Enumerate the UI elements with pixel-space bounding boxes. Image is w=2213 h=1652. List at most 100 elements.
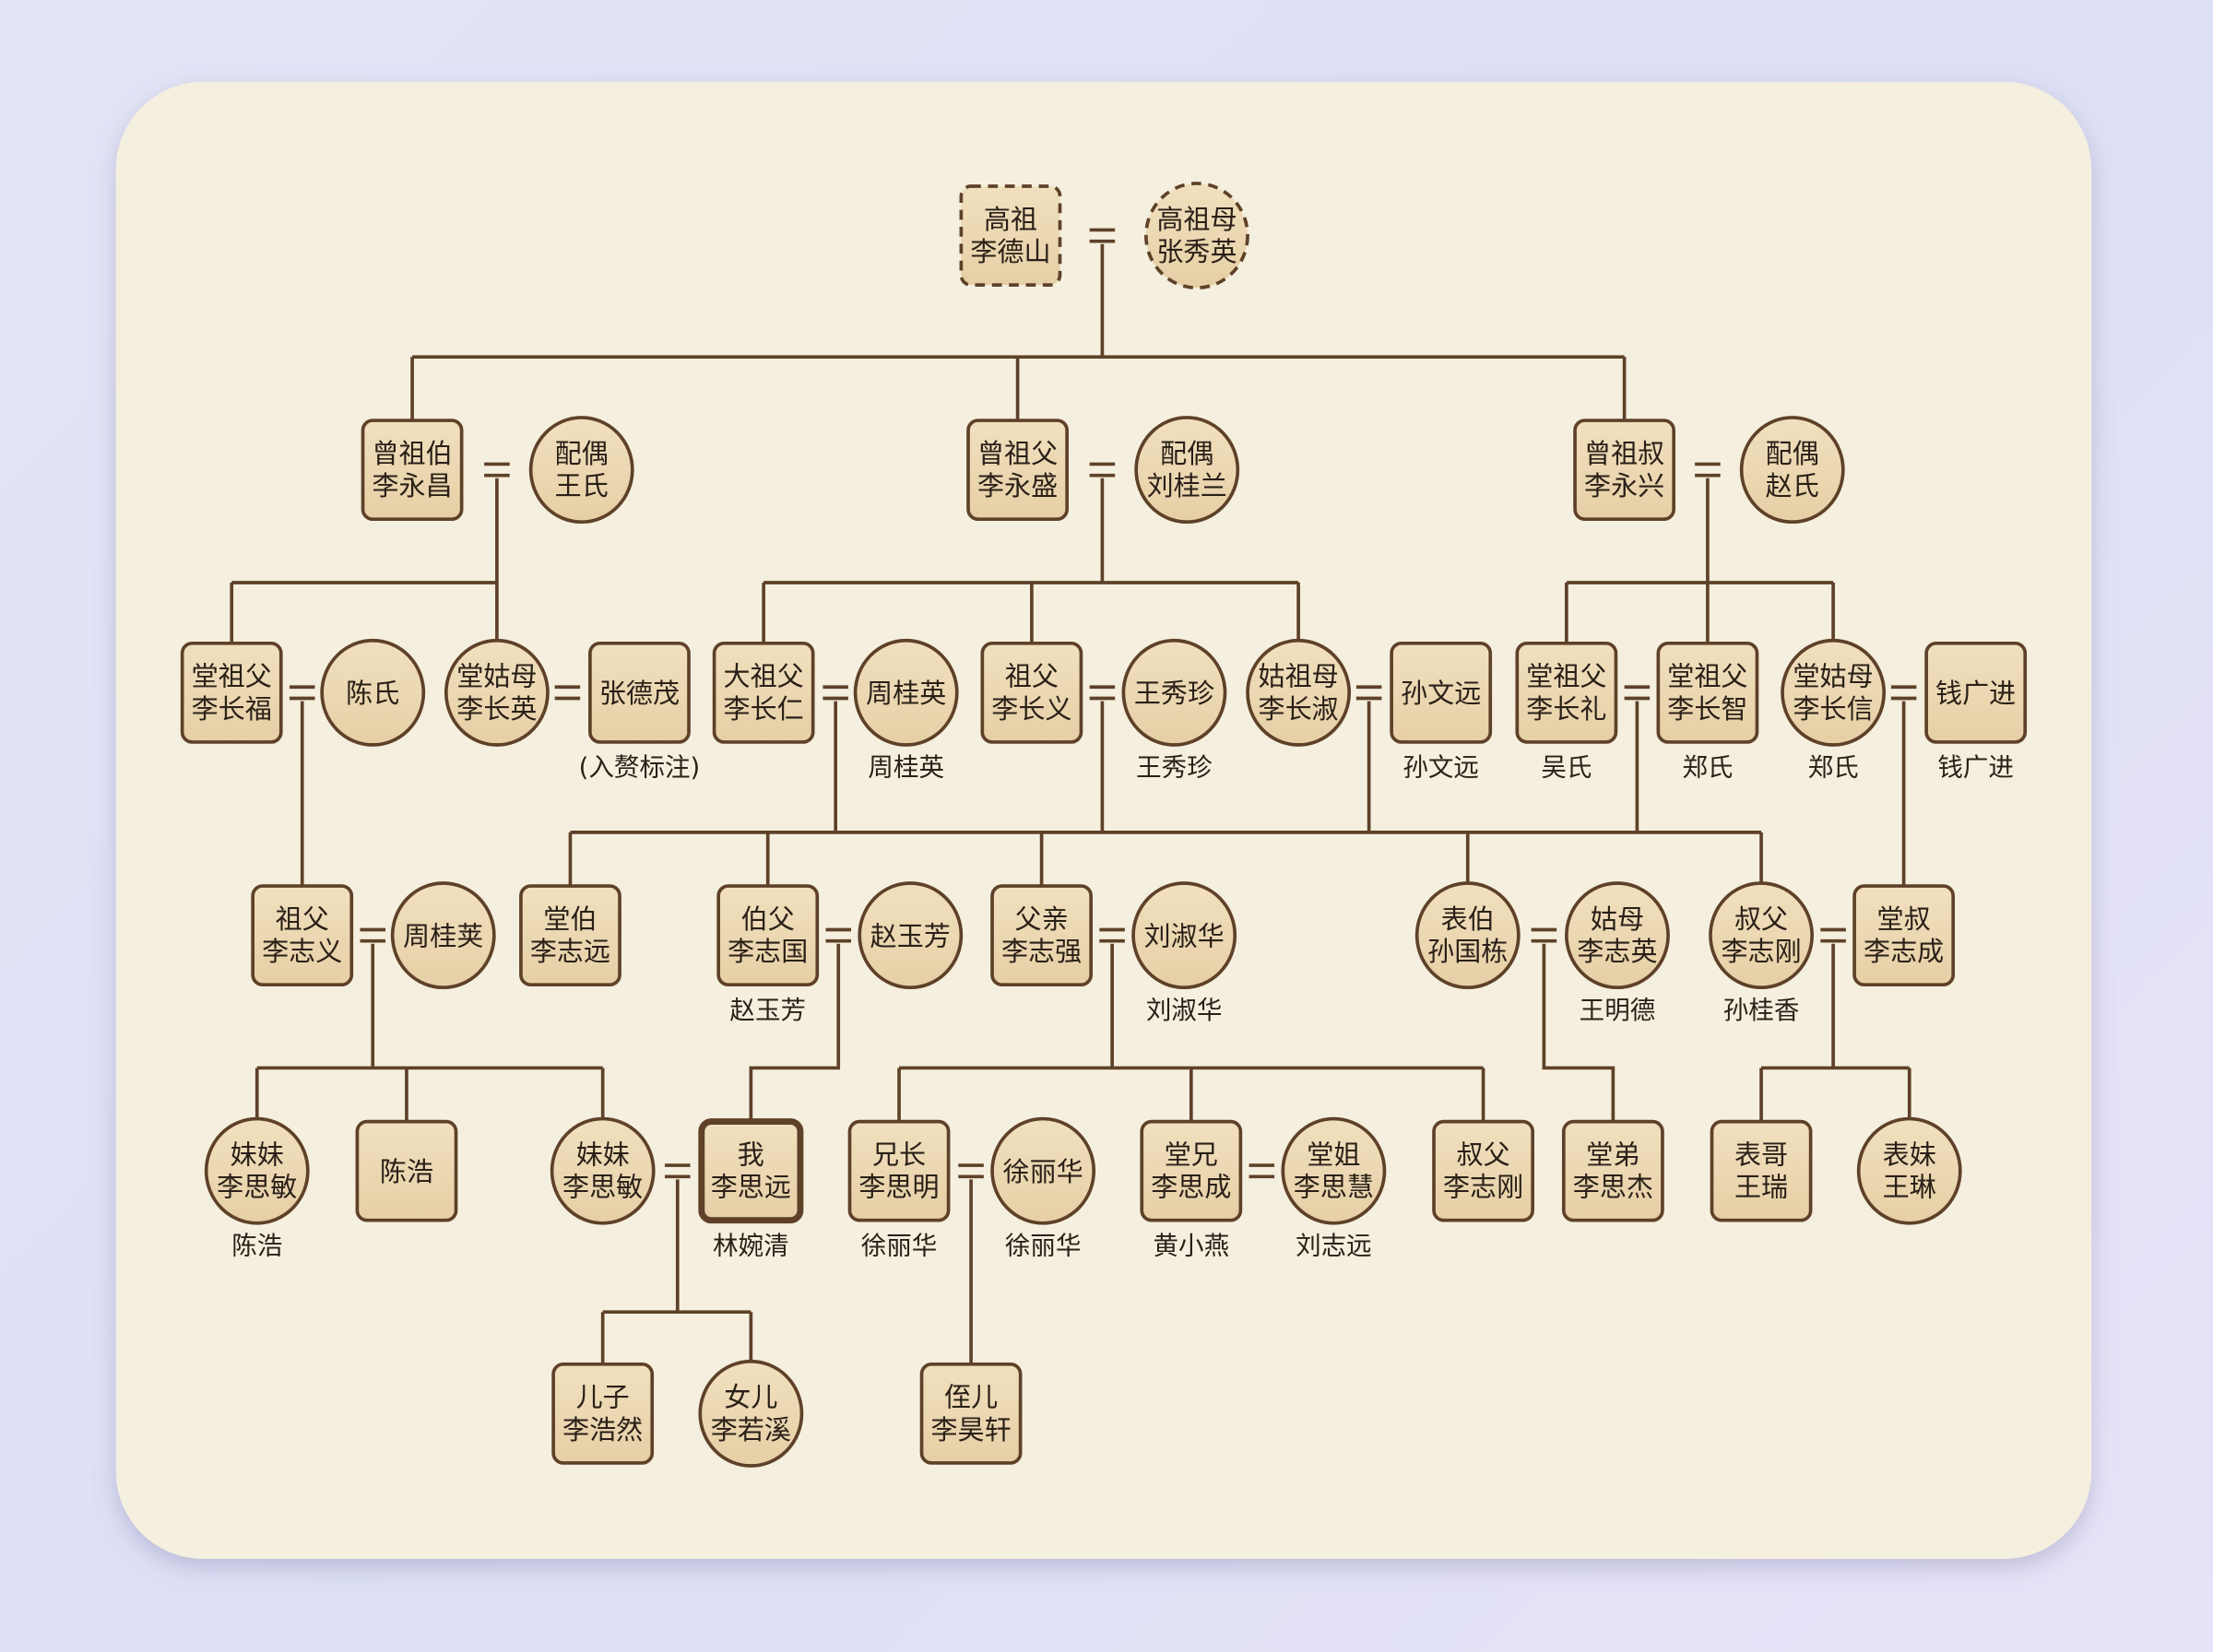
- male-box-shape: [1561, 1119, 1664, 1222]
- male-box-shape: [1710, 1119, 1813, 1222]
- person-node[interactable]: 陈浩: [355, 1119, 458, 1222]
- node-name-text: 赵氏: [1766, 470, 1819, 502]
- node-name-text: 李若溪: [711, 1414, 791, 1446]
- male-box-shape: [361, 419, 464, 521]
- male-box-shape: [980, 641, 1083, 744]
- male-box-shape: [551, 1362, 655, 1465]
- node-role-text: 表妹: [1883, 1139, 1936, 1171]
- node-name-text: 李思远: [711, 1172, 791, 1203]
- node-name-text: 李志刚: [1443, 1172, 1523, 1203]
- node-name-text: 李长仁: [724, 693, 804, 725]
- female-circle-shape: [1781, 638, 1887, 747]
- node-spouse-label: 林婉清: [713, 1231, 789, 1260]
- male-box-shape: [1515, 641, 1618, 744]
- node-role-text: 配偶: [555, 438, 609, 469]
- node-role-text: 赵玉芳: [870, 920, 951, 951]
- connector-line: [825, 927, 852, 943]
- node-spouse-label: 郑氏: [1808, 753, 1859, 783]
- node-role-text: 周桂英: [866, 678, 946, 709]
- female-circle-shape: [528, 416, 634, 525]
- connector-line: [568, 831, 1763, 887]
- person-node[interactable]: 张德茂(入赘标注): [579, 641, 701, 783]
- person-node[interactable]: 赵玉芳: [858, 881, 964, 990]
- person-node[interactable]: 周桂荚: [390, 881, 496, 990]
- node-name-text: 李志刚: [1721, 936, 1801, 967]
- connector-line: [1099, 927, 1125, 943]
- connector-line: [1542, 943, 1615, 1122]
- female-circle-shape: [1739, 416, 1845, 525]
- node-role-text: 堂姐: [1307, 1139, 1360, 1171]
- female-circle-shape: [1246, 638, 1352, 747]
- node-spouse-label: 陈浩: [231, 1231, 282, 1260]
- person-nodes: 高祖李德山高祖母张秀英曾祖伯李永昌配偶王氏曾祖父李永盛配偶刘桂兰曾祖叔李永兴配偶…: [180, 182, 2028, 1468]
- node-role-text: 表伯: [1441, 903, 1495, 935]
- node-role-text: 妹妹: [576, 1139, 630, 1171]
- connector-line: [289, 685, 315, 701]
- node-name-text: 李永兴: [1584, 470, 1664, 502]
- node-role-text: 堂弟: [1586, 1139, 1639, 1171]
- connector-line: [822, 685, 848, 701]
- node-role-text: 表哥: [1734, 1139, 1788, 1171]
- male-box-shape: [698, 1118, 804, 1224]
- node-name-text: 刘桂兰: [1147, 470, 1227, 502]
- person-node[interactable]: 陈氏: [320, 638, 426, 747]
- connector-line: [1355, 685, 1382, 701]
- female-circle-shape: [320, 638, 426, 747]
- node-spouse-label: 孙文远: [1402, 753, 1479, 783]
- node-role-text: 堂兄: [1165, 1139, 1218, 1171]
- node-role-text: 兄长: [872, 1139, 926, 1171]
- female-circle-shape: [1134, 416, 1240, 525]
- node-name-text: 李长淑: [1259, 693, 1339, 725]
- node-role-text: 父亲: [1015, 903, 1069, 935]
- node-name-text: 李思敏: [562, 1172, 643, 1203]
- connector-line: [665, 1163, 691, 1179]
- node-role-text: 堂伯: [543, 903, 597, 935]
- connector-line: [749, 943, 841, 1122]
- node-name-text: 李长福: [192, 693, 272, 725]
